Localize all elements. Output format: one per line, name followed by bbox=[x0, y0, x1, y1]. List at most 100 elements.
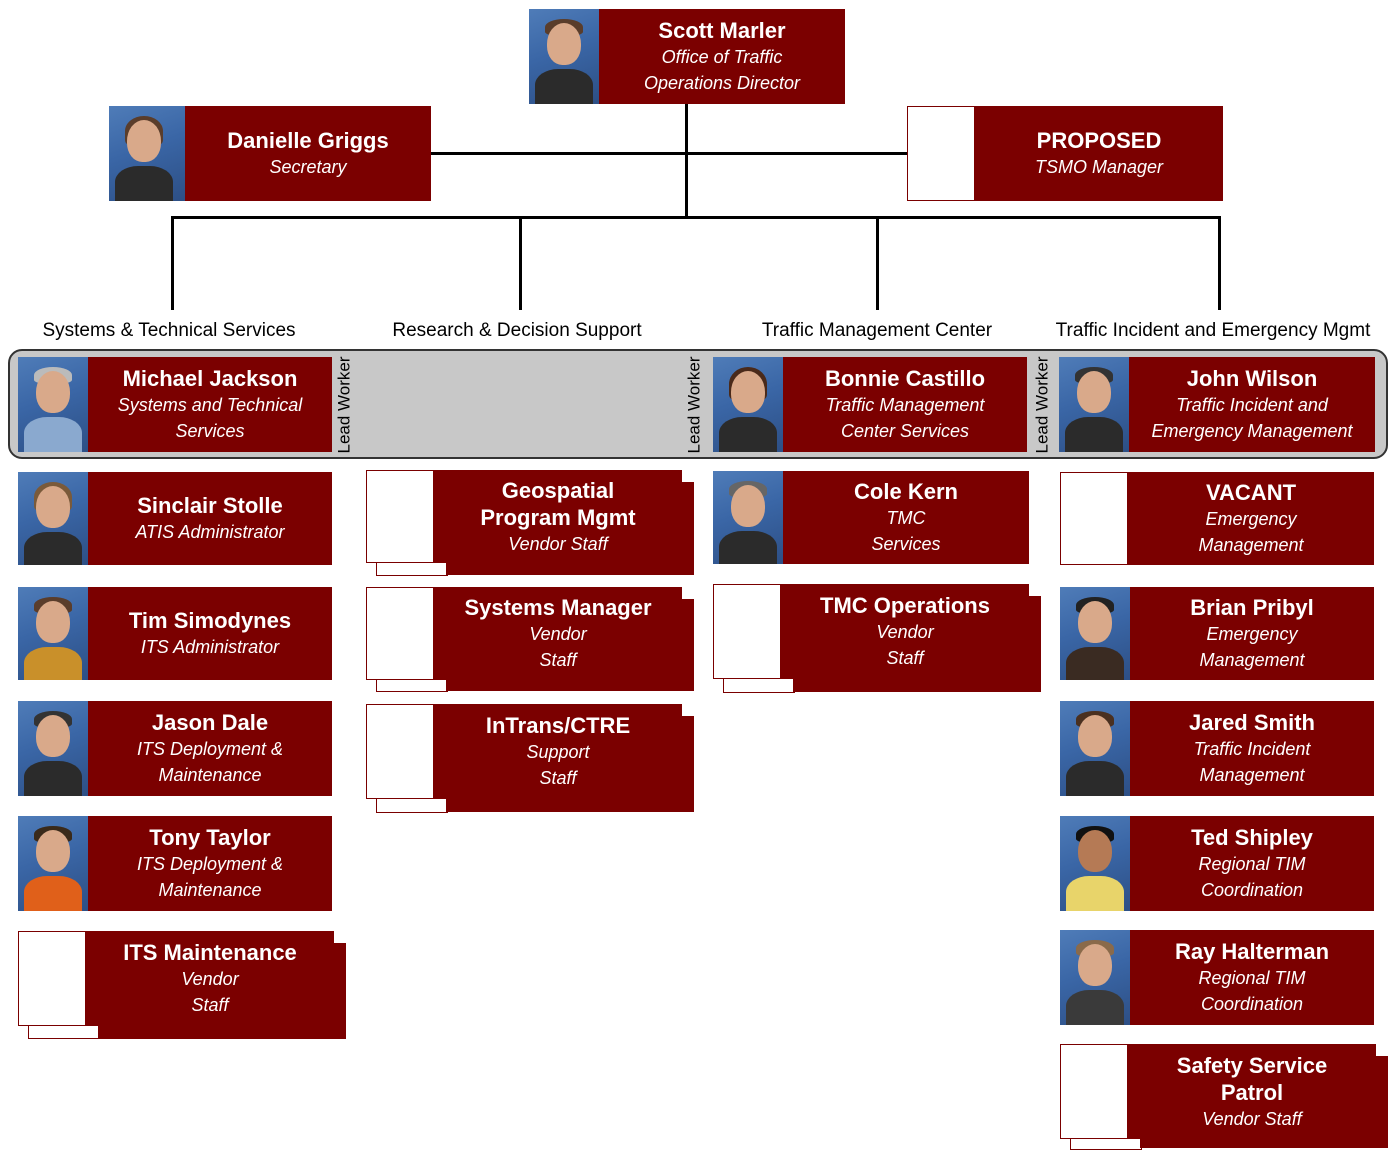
proposed-photo-placeholder bbox=[907, 106, 975, 201]
connector-line bbox=[172, 216, 1221, 219]
director-card: Scott Marler Office of Traffic Operation… bbox=[529, 9, 845, 104]
lead-tmc-panel: Bonnie Castillo Traffic Management Cente… bbox=[783, 357, 1027, 452]
lead-tim-role: Traffic Incident and Emergency Managemen… bbox=[1151, 395, 1353, 441]
department-label-rds: Research & Decision Support bbox=[392, 320, 642, 341]
vendor-panel: InTrans/CTRE Support Staff bbox=[434, 704, 682, 799]
lead-sts-name: Michael Jackson bbox=[122, 366, 298, 391]
staff-role: ATIS Administrator bbox=[135, 522, 285, 542]
lead-card-tim: John Wilson Traffic Incident and Emergen… bbox=[1059, 357, 1375, 452]
connector-line bbox=[171, 216, 174, 310]
lead-tim-name: John Wilson bbox=[1186, 366, 1318, 391]
vendor-card: Safety Service Patrol Vendor Staff bbox=[1060, 1044, 1388, 1150]
staff-panel: Cole Kern TMC Services bbox=[783, 471, 1029, 564]
lead-tmc-photo bbox=[713, 357, 783, 452]
staff-name: Tony Taylor bbox=[149, 825, 271, 850]
lead-worker-tag-tmc: Lead Worker bbox=[1032, 356, 1052, 454]
lead-tmc-name: Bonnie Castillo bbox=[824, 366, 986, 391]
vendor-panel: Systems Manager Vendor Staff bbox=[434, 587, 682, 680]
vendor-photo-placeholder bbox=[18, 931, 86, 1026]
staff-photo bbox=[18, 816, 88, 911]
proposed-role: TSMO Manager bbox=[1034, 157, 1164, 177]
connector-line bbox=[519, 216, 522, 310]
staff-name: Brian Pribyl bbox=[1190, 595, 1314, 620]
lead-worker-tag-sts: Lead Worker bbox=[334, 356, 354, 454]
vendor-name: Geospatial Program Mgmt bbox=[480, 477, 636, 530]
vendor-card: TMC Operations Vendor Staff bbox=[713, 584, 1041, 693]
staff-panel: Brian Pribyl Emergency Management bbox=[1130, 587, 1374, 680]
secretary-name: Danielle Griggs bbox=[227, 128, 389, 153]
vendor-card: Geospatial Program Mgmt Vendor Staff bbox=[366, 470, 694, 576]
staff-card: Tim Simodynes ITS Administrator bbox=[18, 587, 332, 680]
staff-photo-placeholder bbox=[1060, 472, 1128, 565]
staff-photo bbox=[18, 587, 88, 680]
staff-card: Jason Dale ITS Deployment & Maintenance bbox=[18, 701, 332, 796]
vendor-photo-placeholder bbox=[366, 470, 434, 563]
staff-photo bbox=[1060, 701, 1130, 796]
staff-name: Jared Smith bbox=[1189, 710, 1315, 735]
secretary-role: Secretary bbox=[269, 157, 347, 177]
vendor-card: InTrans/CTRE Support Staff bbox=[366, 704, 694, 813]
vendor-role: Vendor Staff bbox=[529, 624, 587, 670]
vendor-name: InTrans/CTRE bbox=[485, 713, 631, 738]
staff-photo bbox=[1060, 930, 1130, 1025]
director-name: Scott Marler bbox=[658, 18, 786, 43]
lead-sts-photo bbox=[18, 357, 88, 452]
staff-role: ITS Deployment & Maintenance bbox=[136, 854, 284, 900]
vendor-panel: Geospatial Program Mgmt Vendor Staff bbox=[434, 470, 682, 563]
staff-card: Ray Halterman Regional TIM Coordination bbox=[1060, 930, 1374, 1025]
secretary-panel: Danielle Griggs Secretary bbox=[185, 106, 431, 201]
vendor-panel: ITS Maintenance Vendor Staff bbox=[86, 931, 334, 1026]
secretary-photo bbox=[109, 106, 185, 201]
staff-card: Jared Smith Traffic Incident Management bbox=[1060, 701, 1374, 796]
lead-sts-panel: Michael Jackson Systems and Technical Se… bbox=[88, 357, 332, 452]
staff-name: Jason Dale bbox=[151, 710, 269, 735]
vendor-name: Safety Service Patrol bbox=[1176, 1052, 1328, 1105]
lead-card-sts: Michael Jackson Systems and Technical Se… bbox=[18, 357, 332, 452]
vendor-role: Vendor Staff bbox=[181, 969, 239, 1015]
department-label-tmc: Traffic Management Center bbox=[761, 320, 993, 341]
staff-photo bbox=[1060, 816, 1130, 911]
staff-role: Emergency Management bbox=[1199, 624, 1305, 670]
lead-tim-photo bbox=[1059, 357, 1129, 452]
staff-card: Sinclair Stolle ATIS Administrator bbox=[18, 472, 332, 565]
vendor-card: Systems Manager Vendor Staff bbox=[366, 587, 694, 692]
staff-photo bbox=[713, 471, 783, 564]
lead-card-tmc: Bonnie Castillo Traffic Management Cente… bbox=[713, 357, 1027, 452]
staff-photo bbox=[18, 701, 88, 796]
lead-tim-panel: John Wilson Traffic Incident and Emergen… bbox=[1129, 357, 1375, 452]
vendor-panel: Safety Service Patrol Vendor Staff bbox=[1128, 1044, 1376, 1139]
staff-card: VACANT Emergency Management bbox=[1060, 472, 1374, 565]
vendor-photo-placeholder bbox=[1060, 1044, 1128, 1139]
vendor-name: Systems Manager bbox=[464, 595, 652, 620]
staff-name: Ted Shipley bbox=[1191, 825, 1313, 850]
staff-card: Ted Shipley Regional TIM Coordination bbox=[1060, 816, 1374, 911]
vendor-role: Vendor Staff bbox=[1202, 1108, 1302, 1129]
staff-panel: Ray Halterman Regional TIM Coordination bbox=[1130, 930, 1374, 1025]
staff-role: Traffic Incident Management bbox=[1193, 739, 1311, 785]
staff-role: TMC Services bbox=[871, 508, 941, 554]
vendor-panel: TMC Operations Vendor Staff bbox=[781, 584, 1029, 679]
secretary-card: Danielle Griggs Secretary bbox=[109, 106, 431, 201]
lead-sts-role: Systems and Technical Services bbox=[117, 395, 303, 441]
staff-panel: Ted Shipley Regional TIM Coordination bbox=[1130, 816, 1374, 911]
staff-panel: Tony Taylor ITS Deployment & Maintenance bbox=[88, 816, 332, 911]
staff-role: Regional TIM Coordination bbox=[1198, 968, 1306, 1014]
staff-role: ITS Deployment & Maintenance bbox=[136, 739, 284, 785]
staff-name: Tim Simodynes bbox=[128, 608, 292, 633]
director-panel: Scott Marler Office of Traffic Operation… bbox=[599, 9, 845, 104]
lead-worker-tag-rds: Lead Worker bbox=[684, 356, 704, 454]
proposed-card: PROPOSED TSMO Manager bbox=[907, 106, 1223, 201]
staff-name: Sinclair Stolle bbox=[137, 493, 283, 518]
vendor-name: TMC Operations bbox=[820, 593, 990, 618]
staff-panel: Jason Dale ITS Deployment & Maintenance bbox=[88, 701, 332, 796]
staff-panel: Sinclair Stolle ATIS Administrator bbox=[88, 472, 332, 565]
staff-card: Brian Pribyl Emergency Management bbox=[1060, 587, 1374, 680]
connector-line bbox=[430, 152, 908, 155]
proposed-name: PROPOSED bbox=[1036, 128, 1162, 153]
staff-card: Cole Kern TMC Services bbox=[713, 471, 1029, 564]
staff-role: Regional TIM Coordination bbox=[1198, 854, 1306, 900]
connector-line bbox=[685, 103, 688, 218]
staff-panel: Jared Smith Traffic Incident Management bbox=[1130, 701, 1374, 796]
connector-line bbox=[876, 216, 879, 310]
